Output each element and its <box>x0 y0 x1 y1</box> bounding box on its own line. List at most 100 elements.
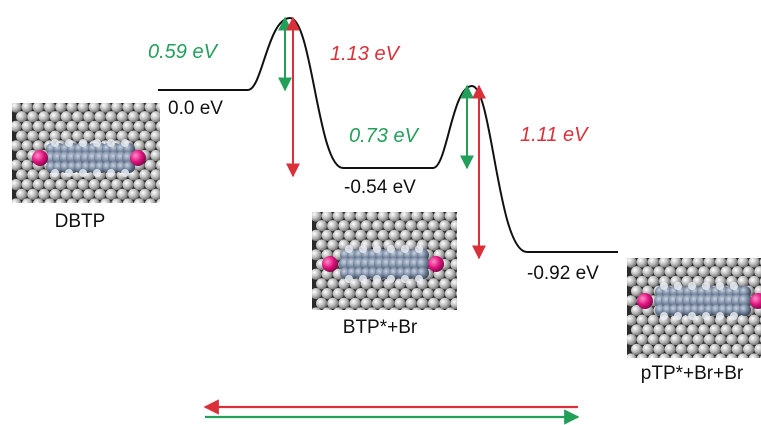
surface-atom <box>428 278 440 290</box>
bromine-atom-left <box>32 150 48 166</box>
surface-atom <box>703 258 715 268</box>
surface-atom <box>631 304 643 317</box>
surface-atom <box>388 288 400 300</box>
surface-atom <box>338 220 350 232</box>
surface-atom <box>715 334 727 346</box>
surface-atom <box>709 324 721 336</box>
surface-atom <box>400 229 412 241</box>
hydrogen-atom <box>674 312 682 320</box>
surface-atom <box>631 343 643 355</box>
surface-atom <box>344 288 356 300</box>
carbon-atom <box>738 294 752 308</box>
surface-atom <box>726 258 738 268</box>
surface-atom <box>631 324 643 336</box>
energy-level-label-3: -0.92 eV <box>527 263 599 284</box>
hydrogen-atom <box>730 312 738 320</box>
hydrogen-atom <box>373 245 381 253</box>
hydrogen-atom <box>65 139 73 147</box>
hydrogen-atom <box>415 275 423 283</box>
surface-atom <box>388 229 400 241</box>
surface-atom <box>156 198 160 203</box>
surface-atom <box>49 111 61 123</box>
surface-atom <box>748 334 760 346</box>
surface-atom <box>670 353 682 358</box>
surface-atom <box>422 212 434 222</box>
surface-atom <box>344 229 356 241</box>
surface-atom <box>38 169 50 181</box>
surface-atom <box>636 334 648 346</box>
surface-atom <box>664 324 676 336</box>
hydrogen-atom <box>716 312 724 320</box>
surface-atom <box>27 111 39 123</box>
surface-atom <box>737 353 749 358</box>
surface-atom <box>715 258 727 268</box>
surface-atom <box>32 140 45 152</box>
surface-atom <box>653 266 665 278</box>
surface-atom <box>55 198 67 203</box>
surface-atom <box>720 343 732 355</box>
surface-atom <box>754 324 761 336</box>
surface-atom <box>16 149 28 162</box>
surface-atom <box>703 353 715 358</box>
surface-atom <box>754 266 761 278</box>
surface-atom <box>100 103 112 113</box>
surface-atom <box>316 239 328 251</box>
surface-atom <box>111 120 123 132</box>
surface-atom <box>627 275 637 287</box>
surface-atom <box>444 268 456 280</box>
surface-atom <box>439 278 451 290</box>
surface-atom <box>450 220 457 232</box>
hydrogen-atom <box>359 245 367 253</box>
surface-atom <box>316 297 328 309</box>
surface-atom <box>333 307 344 310</box>
hydrogen-atom <box>401 245 409 253</box>
surface-atom <box>692 258 704 268</box>
energy-level-label-1: 0.0 eV <box>168 98 223 119</box>
surface-atom <box>659 334 671 346</box>
surface-atom <box>312 268 322 280</box>
surface-atom <box>12 103 22 113</box>
hydrogen-atom <box>121 169 129 177</box>
hydrogen-atom <box>660 282 668 290</box>
surface-atom <box>49 130 61 142</box>
surface-atom <box>88 198 100 203</box>
surface-atom <box>94 111 106 123</box>
surface-atom <box>349 220 361 232</box>
hydrogen-atom <box>387 245 395 253</box>
surface-atom <box>16 169 28 181</box>
surface-atom <box>27 130 39 142</box>
bromine-atom-left <box>637 293 653 309</box>
surface-atom <box>133 179 145 191</box>
surface-atom <box>692 353 704 358</box>
surface-atom <box>737 275 749 287</box>
surface-atom <box>32 103 44 113</box>
surface-atom <box>726 353 738 358</box>
surface-atom <box>709 343 721 355</box>
surface-atom <box>456 212 457 220</box>
hydrogen-atom <box>401 275 409 283</box>
surface-atom <box>383 220 395 232</box>
surface-atom <box>55 103 67 113</box>
surface-atom <box>321 288 333 300</box>
surface-atom <box>687 343 699 355</box>
surface-atom <box>111 198 123 203</box>
surface-atom <box>356 307 366 310</box>
surface-atom <box>150 188 160 200</box>
surface-atom <box>44 198 56 203</box>
surface-atom <box>27 188 39 200</box>
surface-atom <box>675 324 688 336</box>
surface-atom <box>355 288 367 300</box>
surface-atom <box>439 220 451 232</box>
surface-atom <box>44 179 56 191</box>
molecule-label-ptp-br-br: pTP*+Br+Br <box>641 363 744 384</box>
surface-atom <box>32 198 44 203</box>
surface-atom <box>116 130 128 142</box>
surface-atom <box>411 212 423 222</box>
hydrogen-atom <box>688 282 696 290</box>
surface-atom <box>687 266 699 278</box>
forward-barrier-label-2: 0.73 eV <box>349 125 420 147</box>
hydrogen-atom <box>660 312 668 320</box>
surface-atom <box>77 103 89 113</box>
surface-atom <box>737 258 749 268</box>
